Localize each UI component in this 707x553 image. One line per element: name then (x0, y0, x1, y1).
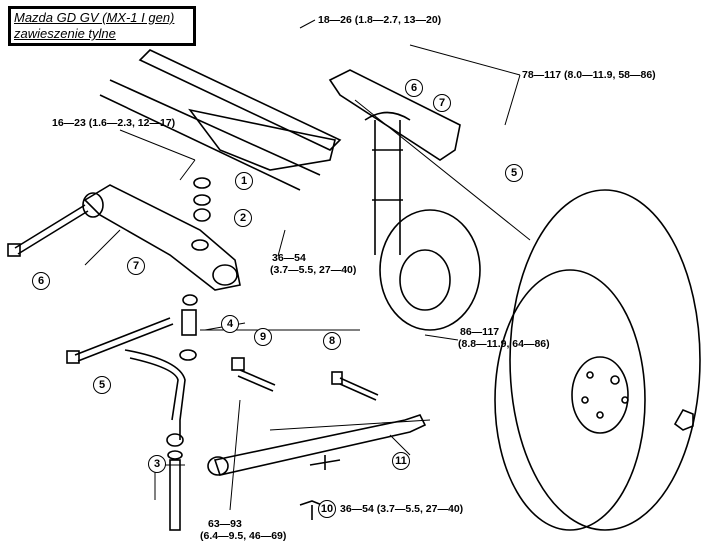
torque-label-lower-b: (6.4—9.5, 46—69) (200, 530, 287, 542)
torque-label-top-bolt: 18—26 (1.8—2.7, 13—20) (318, 14, 442, 26)
torque-label-bushing: 16—23 (1.6—2.3, 12—17) (52, 117, 176, 129)
callout-1: 1 (235, 172, 253, 190)
torque-label-lower-a: 63—93 (208, 518, 242, 530)
trailing-arm (83, 184, 241, 291)
torque-label-crossmember-b: (3.7—5.5, 27—40) (270, 264, 357, 276)
callout-9: 9 (254, 328, 272, 346)
callout-11: 11 (392, 452, 410, 470)
callout-2: 2 (234, 209, 252, 227)
callout-10: 10 (318, 500, 336, 518)
callout-4: 4 (221, 315, 239, 333)
callout-7: 7 (127, 257, 145, 275)
crossmember (188, 108, 336, 171)
callout-8: 8 (323, 332, 341, 350)
callout-3: 3 (148, 455, 166, 473)
upper-link (328, 69, 461, 161)
title-line-1: Mazda GD GV (MX-1 I gen) (14, 10, 175, 25)
strut (372, 120, 403, 255)
callout-5: 5 (93, 376, 111, 394)
callout-5-upper: 5 (505, 164, 523, 182)
brake-disc (379, 209, 481, 331)
callout-7-upper: 7 (433, 94, 451, 112)
torque-label-knuckle-a: 86—117 (460, 326, 500, 338)
title-box: Mazda GD GV (MX-1 I gen) zawieszenie tyl… (8, 6, 196, 46)
torque-label-knuckle-b: (8.8—11.9, 64—86) (458, 338, 550, 350)
frame-rail (138, 49, 342, 151)
torque-label-bottom-bolt: 36—54 (3.7—5.5, 27—40) (340, 503, 464, 515)
title-line-2: zawieszenie tylne (14, 26, 116, 41)
callout-6-upper: 6 (405, 79, 423, 97)
tire (509, 189, 701, 531)
torque-label-upper-link: 78—117 (8.0—11.9, 58—86) (522, 69, 656, 81)
callout-6: 6 (32, 272, 50, 290)
torque-label-crossmember-a: 36—54 (272, 252, 306, 264)
